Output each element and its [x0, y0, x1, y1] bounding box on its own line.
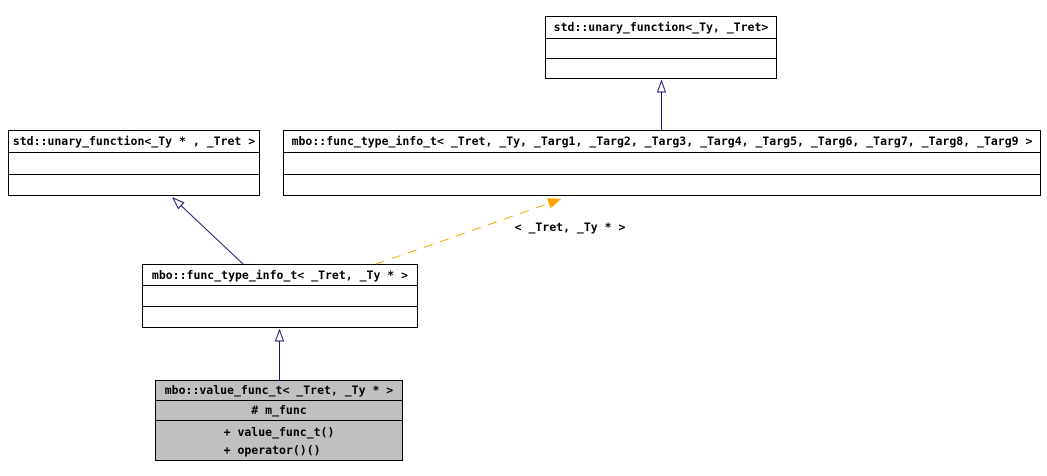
class-node-value-func-t[interactable]: mbo::value_func_t< _Tret, _Ty * > # m_fu…	[155, 380, 403, 461]
attributes-compartment	[284, 152, 1040, 174]
class-title: std::unary_function<_Ty * , _Tret >	[12, 134, 256, 148]
class-title: mbo::func_type_info_t< _Tret, _Ty, _Targ…	[291, 134, 1033, 148]
class-node-func-type-info-t-full[interactable]: mbo::func_type_info_t< _Tret, _Ty, _Targ…	[283, 130, 1041, 196]
class-node-std-unary-function[interactable]: std::unary_function<_Ty, _Tret>	[545, 16, 777, 79]
methods-compartment	[9, 174, 259, 195]
methods-compartment: + value_func_t() + operator()()	[156, 420, 402, 460]
class-title: mbo::func_type_info_t< _Tret, _Ty * >	[151, 268, 409, 282]
attributes-compartment: # m_func	[156, 400, 402, 420]
attributes-compartment	[9, 152, 259, 174]
class-title: mbo::value_func_t< _Tret, _Ty * >	[164, 383, 394, 397]
methods-compartment	[546, 58, 776, 78]
attributes-compartment	[546, 38, 776, 58]
attribute-m-func: # m_func	[251, 403, 307, 417]
method-operator-call: + operator()()	[223, 443, 321, 457]
class-node-func-type-info-t-ptr[interactable]: mbo::func_type_info_t< _Tret, _Ty * >	[142, 264, 418, 328]
method-value-func-t: + value_func_t()	[223, 425, 335, 439]
class-node-std-unary-function-ptr[interactable]: std::unary_function<_Ty * , _Tret >	[8, 130, 260, 196]
class-title: std::unary_function<_Ty, _Tret>	[553, 20, 769, 34]
methods-compartment	[143, 306, 417, 327]
methods-compartment	[284, 174, 1040, 195]
attributes-compartment	[143, 285, 417, 306]
template-args-label: < _Tret, _Ty * >	[514, 220, 626, 234]
inheritance-arrow-functypeinfo-ptr-to-std-unary-ptr	[173, 198, 244, 265]
